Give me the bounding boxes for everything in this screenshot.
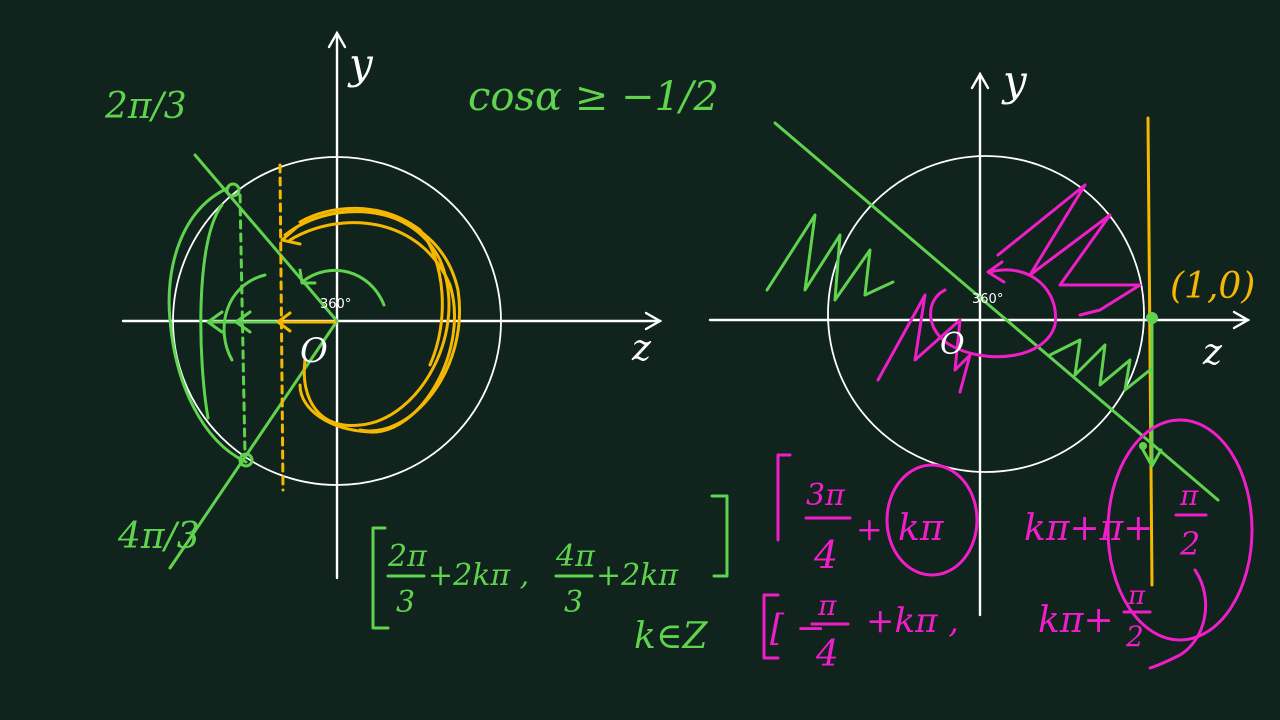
magenta-arc [929, 268, 1058, 359]
answer-hi-rest: +2kπ [596, 558, 679, 593]
row1-den: 4 [813, 533, 838, 577]
row1-frac-den: 2 [1179, 525, 1200, 563]
left-diagram: y z O 360° cosα ≥ −1/2 2π/3 4π/3 2π 3 +2… [104, 30, 729, 657]
left-unit-circle [172, 156, 502, 486]
circle-right-answer [1106, 418, 1254, 642]
left-y-arrowhead [327, 30, 347, 49]
answer-lo-den: 3 [396, 585, 415, 620]
ray-4pi-3 [168, 319, 339, 570]
right-answer-interval: 3π 4 + kπ kπ+π+ π 2 [ − π 4 +kπ , kπ+ π … [762, 453, 1208, 675]
answer-hi-den: 3 [564, 585, 583, 620]
answer-hi-num: 4π [555, 539, 596, 574]
angle-label-2pi-3: 2π/3 [104, 86, 187, 127]
right-unit-circle [827, 155, 1145, 473]
yellow-spiral-4 [298, 206, 444, 367]
angle-arc-360 [300, 268, 386, 307]
small-arc [222, 273, 267, 362]
right-degree-label: 360° [972, 292, 1003, 307]
row2-right: kπ+ [1038, 600, 1114, 641]
arc-left-region [167, 186, 248, 464]
answer-lo-num: 2π [387, 539, 428, 574]
left-answer-interval: 2π 3 +2kπ , 4π 3 +2kπ [371, 494, 729, 630]
row2-num: π [817, 589, 837, 622]
arc-inner-left [199, 203, 224, 420]
green-vertical-arrow [1141, 318, 1163, 468]
left-degree-label: 360° [320, 297, 351, 312]
right-x-arrowhead [1232, 310, 1251, 330]
condition-text: cosα ≥ −1/2 [468, 74, 719, 120]
row1-right: kπ+π+ [1024, 508, 1153, 549]
right-bracket [710, 494, 729, 578]
projection-dashed-yellow [278, 163, 285, 492]
magenta-bracket-top [776, 453, 792, 542]
row1-frac-num: π [1179, 479, 1199, 512]
k-in-z: k∈Z [634, 616, 708, 657]
intersection-point [1139, 442, 1147, 450]
circle-kpi [885, 463, 979, 577]
left-bracket [371, 526, 390, 630]
diagonal-line [773, 121, 1220, 502]
answer-lo-rest: +2kπ , [428, 558, 529, 593]
row2-left: [ − [770, 608, 826, 649]
row2-den: 4 [815, 634, 839, 675]
right-y-arrowhead [970, 71, 990, 90]
magenta-arrowhead [986, 260, 1006, 284]
row1-plus: + [856, 510, 883, 548]
left-x-arrowhead [644, 311, 663, 331]
row2-frac-den: 2 [1125, 620, 1144, 653]
row1-num: 3π [806, 478, 846, 513]
zigzag-lower-right [1048, 338, 1152, 392]
right-z-label: z [1202, 332, 1223, 373]
zigzag-upper-left [765, 213, 895, 302]
yellow-arrow-origin [276, 311, 337, 333]
row1-kpi: kπ [898, 508, 945, 549]
right-origin-label: O [940, 327, 965, 362]
angle-label-4pi-3: 4π/3 [117, 516, 200, 557]
yellow-spiral-3 [293, 210, 461, 433]
yellow-spiral-2 [288, 221, 456, 434]
left-origin-label: O [300, 331, 328, 371]
ray-2pi-3 [193, 153, 339, 323]
left-z-label: z [631, 328, 652, 369]
tangent-line [1146, 116, 1154, 587]
right-diagram: y z O 360° (1,0) 3π 4 + kπ kπ+π+ π 2 [ −… [708, 56, 1255, 675]
row2-frac-num: π [1127, 581, 1146, 611]
magenta-bracket-right [1148, 568, 1208, 670]
point-1-0 [1146, 312, 1158, 324]
row2-plus: +kπ , [866, 601, 959, 641]
magenta-bracket-bottom [762, 593, 780, 660]
zigzag-lower-left [876, 293, 972, 394]
yellow-spiral-1 [283, 209, 451, 428]
point-label: (1,0) [1170, 266, 1255, 307]
angle-arc-arrowhead [298, 268, 317, 285]
yellow-spiral-arrowhead [280, 226, 302, 246]
zigzag-upper-right [996, 183, 1142, 317]
right-y-label: y [1001, 56, 1028, 105]
left-y-label: y [347, 39, 374, 88]
